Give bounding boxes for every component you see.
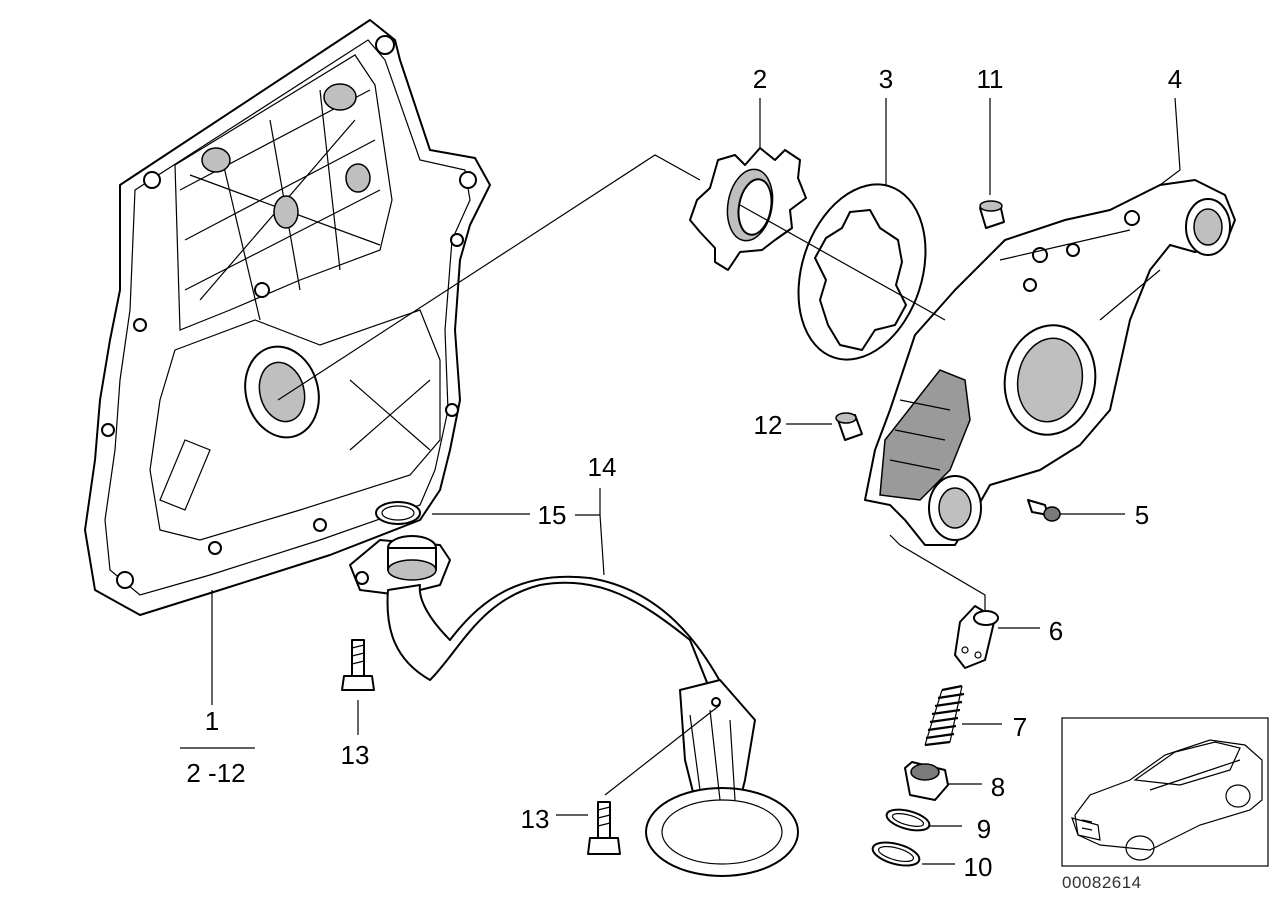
part-15-o-ring[interactable] xyxy=(375,501,421,525)
part-11-dowel-sleeve[interactable] xyxy=(979,200,1005,229)
car-silhouette-icon xyxy=(1071,739,1263,861)
leader-lines xyxy=(180,97,1181,865)
callout-5: 5 xyxy=(1135,500,1149,530)
callout-3: 3 xyxy=(879,64,893,94)
callout-4: 4 xyxy=(1168,64,1182,94)
callout-13-upper: 13 xyxy=(341,740,370,770)
part-3-outer-rotor[interactable] xyxy=(777,168,947,376)
part-14-oil-pickup-pipe[interactable] xyxy=(349,535,799,877)
callout-10: 10 xyxy=(964,852,993,882)
part-9-gasket-ring[interactable] xyxy=(884,806,931,835)
diagram-reference-number: 00082614 xyxy=(1062,873,1142,892)
callout-labels: 1 2 -12 2 3 11 4 12 5 14 15 6 7 8 9 10 1… xyxy=(186,64,1182,882)
part-8-plug[interactable] xyxy=(904,761,949,801)
callout-14: 14 xyxy=(588,452,617,482)
callout-1-subrange: 2 -12 xyxy=(186,758,245,788)
part-6-valve-piston[interactable] xyxy=(954,605,999,669)
callout-11: 11 xyxy=(977,64,1004,94)
part-7-spring[interactable] xyxy=(924,684,965,747)
part-12-dowel-sleeve[interactable] xyxy=(835,412,863,441)
callout-2: 2 xyxy=(753,64,767,94)
part-5-bolt[interactable] xyxy=(1027,499,1061,522)
callout-8: 8 xyxy=(991,772,1005,802)
vehicle-thumbnail xyxy=(1061,717,1269,867)
part-13-screw-upper[interactable] xyxy=(341,639,375,691)
part-1-timing-cover[interactable] xyxy=(84,19,491,616)
callout-15: 15 xyxy=(538,500,567,530)
callout-6: 6 xyxy=(1049,616,1063,646)
callout-9: 9 xyxy=(977,814,991,844)
callout-1: 1 xyxy=(205,706,219,736)
callout-7: 7 xyxy=(1013,712,1027,742)
part-4-oil-pump-housing[interactable] xyxy=(864,179,1236,546)
part-10-snap-ring[interactable] xyxy=(870,838,922,870)
callout-13-lower: 13 xyxy=(521,804,550,834)
part-13-screw-lower[interactable] xyxy=(587,801,621,855)
callout-12: 12 xyxy=(754,410,783,440)
